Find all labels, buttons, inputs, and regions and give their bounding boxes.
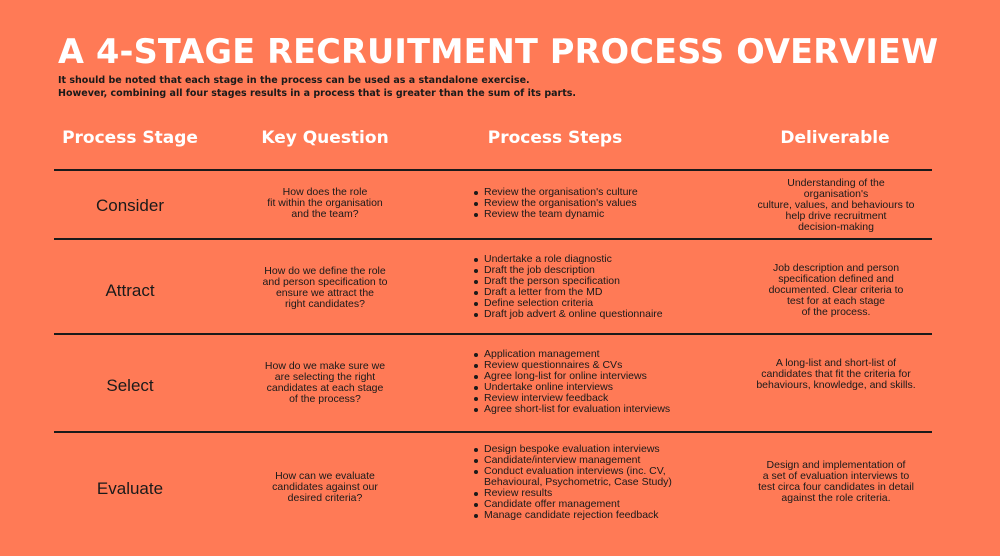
- page-title: A 4-STAGE RECRUITMENT PROCESS OVERVIEW: [58, 32, 939, 71]
- question-line: fit within the organisation: [267, 197, 383, 209]
- list-item: Review questionnaires & CVs: [474, 360, 724, 371]
- deliverable-line: of the process.: [801, 306, 871, 318]
- question-line: desired criteria?: [287, 492, 363, 504]
- question-line: of the process?: [289, 393, 361, 405]
- deliverable: Design and implementation of a set of ev…: [738, 460, 934, 504]
- header-process-stage: Process Stage: [62, 128, 198, 148]
- table-header: Process Stage Key Question Process Steps…: [0, 128, 1000, 154]
- list-item: Review the organisation's culture: [474, 187, 724, 198]
- question-line: How do we define the role: [264, 265, 386, 277]
- key-question: How do we make sure we are selecting the…: [245, 361, 405, 405]
- subtitle: It should be noted that each stage in th…: [58, 74, 576, 100]
- divider: [54, 238, 932, 240]
- list-item: Undertake online interviews: [474, 382, 724, 393]
- list-item: Candidate offer management: [474, 499, 719, 510]
- list-item: Review results: [474, 488, 719, 499]
- list-item: Agree long-list for online interviews: [474, 371, 724, 382]
- table-row: Consider How does the role fit within th…: [0, 172, 1000, 238]
- list-item: Review the organisation's values: [474, 198, 724, 209]
- list-item: Draft job advert & online questionnaire: [474, 309, 724, 320]
- list-item: Conduct evaluation interviews (inc. CV, …: [474, 466, 719, 488]
- list-item: Review interview feedback: [474, 393, 724, 404]
- process-steps: Application management Review questionna…: [474, 349, 724, 415]
- list-item: Draft the job description: [474, 265, 724, 276]
- divider: [54, 169, 932, 171]
- list-item: Undertake a role diagnostic: [474, 254, 724, 265]
- deliverable-line: test circa four candidates in detail: [758, 481, 914, 493]
- key-question: How can we evaluate candidates against o…: [245, 471, 405, 504]
- deliverable-line: a set of evaluation interviews to: [762, 470, 910, 482]
- list-item: Review the team dynamic: [474, 209, 724, 220]
- process-steps: Design bespoke evaluation interviews Can…: [474, 444, 719, 521]
- process-steps: Undertake a role diagnostic Draft the jo…: [474, 254, 724, 320]
- key-question: How do we define the role and person spe…: [245, 266, 405, 310]
- deliverable-line: Design and implementation of: [766, 459, 906, 471]
- table-row: Evaluate How can we evaluate candidates …: [0, 434, 1000, 534]
- deliverable-line: against the role criteria.: [781, 492, 891, 504]
- table-row: Attract How do we define the role and pe…: [0, 241, 1000, 333]
- deliverable: A long-list and short-list of candidates…: [738, 358, 934, 391]
- divider: [54, 431, 932, 433]
- deliverable-line: documented. Clear criteria to: [768, 284, 904, 296]
- deliverable-line: Understanding of the: [787, 177, 885, 189]
- deliverable: Understanding of the organisation's cult…: [738, 178, 934, 233]
- process-steps: Review the organisation's culture Review…: [474, 187, 724, 220]
- stage-name: Select: [106, 376, 154, 395]
- deliverable: Job description and person specification…: [738, 263, 934, 318]
- deliverable-line: test for at each stage: [786, 295, 886, 307]
- header-deliverable: Deliverable: [780, 128, 890, 148]
- list-item: Define selection criteria: [474, 298, 724, 309]
- header-key-question: Key Question: [261, 128, 389, 148]
- deliverable-line: specification defined and: [778, 273, 894, 285]
- list-item: Manage candidate rejection feedback: [474, 510, 719, 521]
- question-line: How can we evaluate: [275, 470, 375, 482]
- list-item: Design bespoke evaluation interviews: [474, 444, 719, 455]
- divider: [54, 333, 932, 335]
- list-item: Application management: [474, 349, 724, 360]
- list-item: Draft the person specification: [474, 276, 724, 287]
- question-line: and person specification to: [262, 276, 388, 288]
- deliverable-line: help drive recruitment: [785, 210, 887, 222]
- header-process-steps: Process Steps: [487, 128, 623, 148]
- subtitle-line: It should be noted that each stage in th…: [58, 75, 530, 86]
- question-line: candidates against our: [272, 481, 378, 493]
- stage-name: Attract: [105, 281, 155, 300]
- deliverable-line: culture, values, and behaviours to: [757, 199, 915, 211]
- question-line: candidates at each stage: [266, 382, 384, 394]
- list-item: Draft a letter from the MD: [474, 287, 724, 298]
- deliverable-line: Job description and person: [772, 262, 900, 274]
- question-line: ensure we attract the: [275, 287, 375, 299]
- deliverable-line: behaviours, knowledge, and skills.: [756, 379, 916, 391]
- question-line: How does the role: [282, 186, 368, 198]
- deliverable-line: A long-list and short-list of: [775, 357, 897, 369]
- list-item: Agree short-list for evaluation intervie…: [474, 404, 724, 415]
- stage-name: Consider: [95, 196, 165, 215]
- question-line: How do we make sure we: [264, 360, 386, 372]
- question-line: and the team?: [291, 208, 359, 220]
- table-row: Select How do we make sure we are select…: [0, 336, 1000, 431]
- question-line: right candidates?: [285, 298, 365, 310]
- deliverable-line: candidates that fit the criteria for: [761, 368, 911, 380]
- stage-name: Evaluate: [96, 479, 164, 498]
- deliverable-line: organisation's: [803, 188, 869, 200]
- list-item: Candidate/interview management: [474, 455, 719, 466]
- subtitle-line: However, combining all four stages resul…: [58, 88, 577, 99]
- deliverable-line: decision-making: [798, 221, 874, 233]
- key-question: How does the role fit within the organis…: [245, 187, 405, 220]
- question-line: are selecting the right: [274, 371, 376, 383]
